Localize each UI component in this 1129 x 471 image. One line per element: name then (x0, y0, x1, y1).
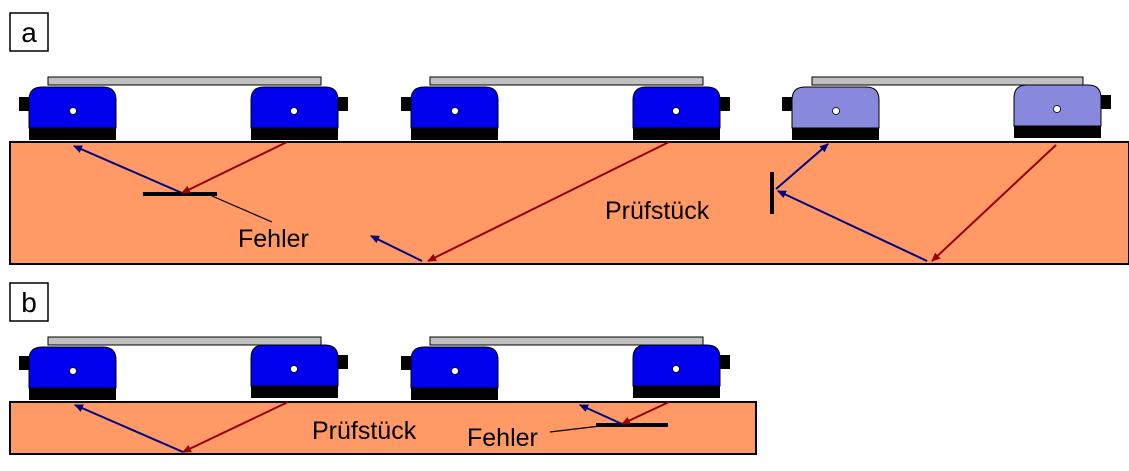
probe-bar (47, 336, 322, 346)
receive-ray (370, 235, 423, 262)
probe-bar (429, 336, 704, 346)
probe-bar (811, 76, 1084, 86)
receive-ray (777, 190, 928, 262)
flaw-leader-line-b (549, 425, 601, 433)
probe-pair-b2 (401, 336, 730, 400)
probe-connector (19, 356, 29, 370)
probe-dot (1053, 105, 1061, 113)
probe-dot (290, 107, 298, 115)
probe-bar (429, 76, 704, 86)
transmit-ray (182, 401, 289, 453)
probe-shoe (29, 128, 116, 140)
probe-dot (290, 365, 298, 373)
probe-connector (338, 355, 348, 369)
probe-dot (451, 107, 459, 115)
probe-shoe (411, 388, 498, 400)
probe-connector (338, 97, 348, 111)
probe-dot (672, 107, 680, 115)
flaw-vertical-a (770, 172, 774, 214)
probe-connector (19, 97, 29, 111)
probe-pair-a1 (19, 76, 348, 140)
probe-shoe (1014, 126, 1101, 138)
flaw-horizontal-b (596, 423, 668, 427)
probe-connector (401, 356, 411, 370)
probe-connector (720, 97, 730, 111)
probe-connector (720, 355, 730, 369)
workpiece-a (9, 141, 1129, 265)
probe-shoe (792, 128, 879, 140)
workpiece-b (9, 401, 757, 455)
receive-ray (775, 143, 829, 190)
probe-pair-a2 (401, 76, 730, 140)
probe-shoe (29, 388, 116, 400)
probe-shoe (411, 128, 498, 140)
panel-b-label-box (9, 282, 49, 322)
probe-dot (451, 367, 459, 375)
workpiece-label-a: Prüfstück (605, 197, 710, 225)
flaw-label-a: Fehler (238, 225, 309, 253)
probe-shoe (251, 128, 338, 140)
probe-dot (672, 365, 680, 373)
probe-dot (69, 107, 77, 115)
transmit-ray (181, 141, 288, 194)
flaw-label-b: Fehler (467, 424, 538, 452)
probe-connector (401, 97, 411, 111)
receive-ray (74, 404, 184, 453)
probe-bar (47, 76, 322, 86)
transmit-ray (931, 144, 1057, 262)
probe-connector (782, 97, 792, 111)
panel-a: a (9, 12, 1129, 265)
panel-b-label: b (21, 287, 37, 318)
transmit-ray (621, 401, 670, 425)
probe-dot (69, 367, 77, 375)
probe-shoe (633, 386, 720, 398)
transmit-ray (427, 141, 670, 262)
panel-a-label: a (21, 17, 37, 48)
probe-pair-b1 (19, 336, 348, 400)
flaw-horizontal-a (143, 192, 217, 196)
panel-b: b (9, 282, 757, 455)
workpiece-label-b: Prüfstück (312, 417, 417, 445)
probe-shoe (251, 386, 338, 398)
panel-a-label-box (9, 12, 49, 52)
probe-dot (832, 107, 840, 115)
probe-connector (1101, 95, 1111, 109)
probe-pair-a3 (782, 76, 1111, 140)
probe-shoe (633, 128, 720, 140)
flaw-leader-line-a (211, 195, 273, 223)
receive-ray (73, 145, 183, 194)
receive-ray (579, 404, 623, 425)
